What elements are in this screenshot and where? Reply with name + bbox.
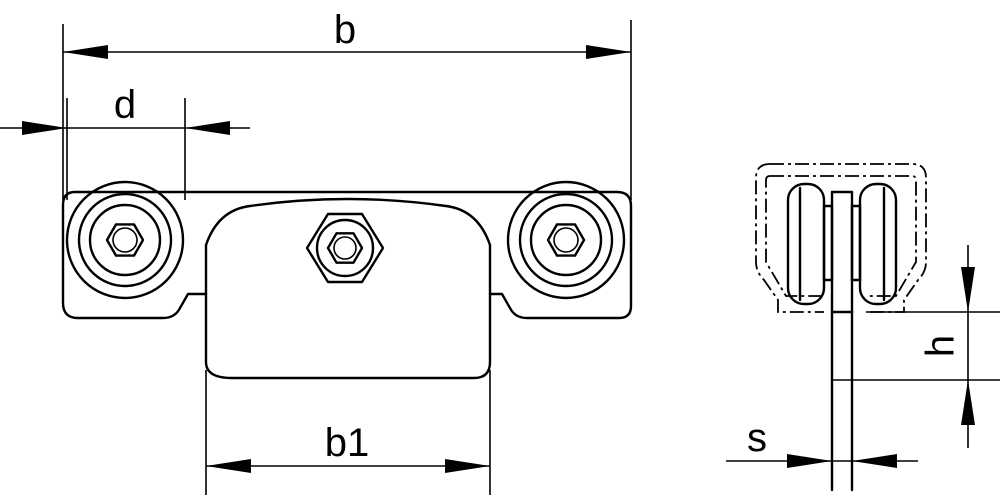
side-right-wheel [850, 182, 898, 306]
left-hex-socket-icon [105, 223, 145, 257]
side-left-wheel [786, 182, 834, 306]
left-roller [65, 180, 185, 300]
dimension-s: s [726, 416, 918, 468]
front-view [61, 180, 633, 380]
carriage-block [204, 197, 492, 247]
dimension-b1: b1 [205, 370, 491, 495]
dimension-b1-label: b1 [325, 421, 370, 465]
dimension-b-label: b [334, 8, 356, 52]
side-hanger-plate [830, 190, 854, 492]
center-hex-socket-icon [326, 232, 364, 264]
center-screw [305, 212, 385, 284]
side-view [755, 163, 927, 492]
dimension-h: h [832, 245, 1000, 448]
dimension-s-label: s [747, 416, 767, 460]
base-plate [61, 190, 633, 380]
dimension-d: d [0, 83, 250, 200]
dimension-h-label: h [919, 335, 963, 357]
track-profile-phantom-left [755, 163, 824, 313]
track-profile-phantom [770, 163, 927, 313]
right-hex-socket-icon [546, 223, 586, 257]
dimension-d-label: d [114, 83, 136, 127]
dimension-b: b [62, 8, 632, 200]
right-roller [506, 180, 626, 300]
